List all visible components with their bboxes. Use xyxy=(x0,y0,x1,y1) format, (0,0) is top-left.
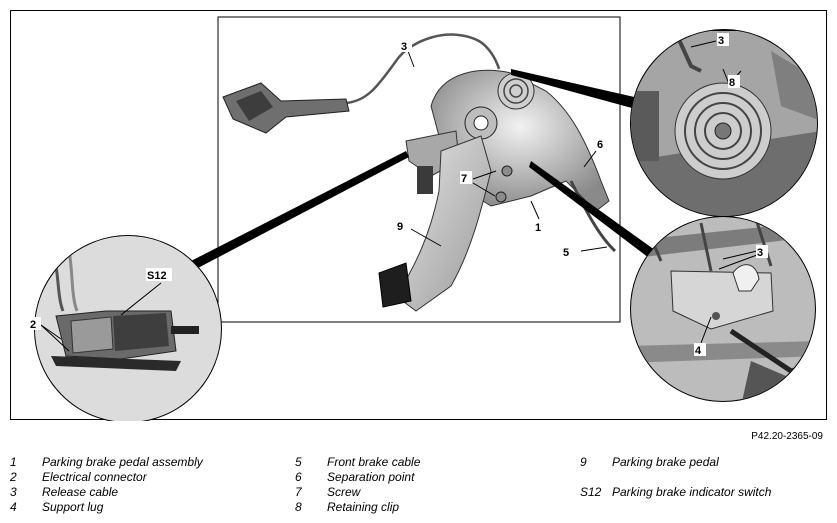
diagram-drawing: 3 6 7 1 9 5 3 8 3 4 S12 2 xyxy=(29,16,818,421)
callout-main-3: 3 xyxy=(401,41,407,53)
legend-number: 2 xyxy=(10,470,17,484)
detail-circle-support-lug xyxy=(630,216,816,402)
legend-number: 6 xyxy=(295,470,302,484)
legend-number: 8 xyxy=(295,500,302,514)
legend-number: 4 xyxy=(10,500,17,514)
figure-reference-code: P42.20-2365-09 xyxy=(751,431,823,442)
legend-text: Front brake cable xyxy=(327,455,421,469)
legend-text: Separation point xyxy=(327,470,415,484)
legend-text: Electrical connector xyxy=(42,470,147,484)
callout-top-right-3: 3 xyxy=(718,35,724,47)
legend-text: Parking brake pedal assembly xyxy=(42,455,203,469)
callout-main-1: 1 xyxy=(535,222,541,234)
legend-text: Parking brake pedal xyxy=(612,455,719,469)
legend-number: 5 xyxy=(295,455,302,469)
legend-text: Release cable xyxy=(42,485,119,499)
callout-top-right-8: 8 xyxy=(729,77,735,89)
callout-left-2: 2 xyxy=(30,319,36,331)
figure-legend: 1 Parking brake pedal assembly 2 Electri… xyxy=(0,452,837,520)
detail-circle-indicator-switch xyxy=(34,235,222,421)
callout-left-s12: S12 xyxy=(147,270,167,282)
diagram-figure: 3 6 7 1 9 5 3 8 3 4 S12 2 xyxy=(10,10,827,421)
legend-number: 9 xyxy=(580,455,587,469)
legend-number: 3 xyxy=(10,485,17,499)
legend-number: 7 xyxy=(295,485,302,499)
callout-main-5: 5 xyxy=(563,247,569,259)
callout-bottom-right-4: 4 xyxy=(695,345,702,357)
legend-text: Retaining clip xyxy=(327,500,400,514)
callout-main-9: 9 xyxy=(397,221,403,233)
legend-text: Support lug xyxy=(42,500,104,514)
callout-main-6: 6 xyxy=(597,139,603,151)
legend-text: Parking brake indicator switch xyxy=(612,485,772,499)
detail-connector-lines xyxy=(191,69,659,269)
detail-circle-release-cable xyxy=(630,29,818,217)
legend-number: S12 xyxy=(580,485,602,499)
legend-text: Screw xyxy=(327,485,361,499)
callout-main-7: 7 xyxy=(461,173,467,185)
callout-bottom-right-3: 3 xyxy=(757,247,763,259)
legend-number: 1 xyxy=(10,455,17,469)
callout-labels: 3 6 7 1 9 5 3 8 3 4 S12 2 xyxy=(29,33,768,357)
